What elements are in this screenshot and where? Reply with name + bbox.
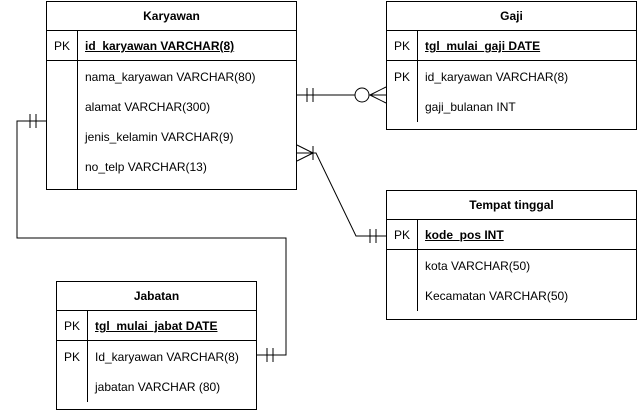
attribute-field: nama_karyawan VARCHAR(80) [85, 70, 256, 84]
pk-field: id_karyawan VARCHAR(8) [85, 39, 235, 53]
crow-foot-mark [369, 86, 387, 96]
entity-title: Jabatan [57, 282, 256, 311]
connector-line [16, 120, 287, 356]
entity-karyawan[interactable]: Karyawan PK id_karyawan VARCHAR(8) nama_… [46, 1, 297, 190]
attribute-row: gaji_bulanan INT [387, 92, 636, 122]
pk-row: PK tgl_mulai_gaji DATE [387, 31, 636, 61]
connector-line [297, 152, 386, 237]
pk-marker: PK [393, 228, 410, 242]
attribute-field: kota VARCHAR(50) [425, 259, 531, 273]
attribute-field: gaji_bulanan INT [425, 100, 516, 114]
attribute-field: jenis_kelamin VARCHAR(9) [85, 130, 234, 144]
attribute-field: Kecamatan VARCHAR(50) [425, 289, 569, 303]
pk-row: PK tgl_mulai_jabat DATE [57, 311, 256, 341]
pk-field: tgl_mulai_jabat DATE [95, 319, 218, 333]
crow-foot-mark [296, 144, 314, 154]
crow-foot-mark [369, 94, 387, 104]
attribute-row: jabatan VARCHAR (80) [57, 372, 256, 402]
attribute-row: kota VARCHAR(50) [387, 251, 636, 281]
relationship-karyawan-tempat-tinggal[interactable] [296, 144, 386, 243]
attribute-row: no_telp VARCHAR(13) [47, 152, 296, 182]
pk-section: PK tgl_mulai_jabat DATE [57, 311, 256, 341]
attribute-row: PK Id_karyawan VARCHAR(8) [57, 342, 256, 372]
attribute-row: Kecamatan VARCHAR(50) [387, 281, 636, 311]
pk-section: PK tgl_mulai_gaji DATE [387, 31, 636, 61]
pk-marker: PK [63, 319, 80, 333]
attribute-row: jenis_kelamin VARCHAR(9) [47, 122, 296, 152]
relationship-karyawan-jabatan[interactable] [16, 114, 287, 362]
relationship-karyawan-gaji[interactable] [297, 86, 387, 104]
pk-section: PK id_karyawan VARCHAR(8) [47, 31, 296, 61]
pk-marker: PK [393, 39, 410, 53]
attribute-section: nama_karyawan VARCHAR(80) alamat VARCHAR… [47, 61, 296, 189]
attribute-field: id_karyawan VARCHAR(8) [425, 70, 569, 84]
pk-row: PK kode_pos INT [387, 220, 636, 250]
crow-foot-mark [296, 152, 314, 162]
pk-marker: PK [393, 70, 410, 84]
pk-marker: PK [53, 39, 70, 53]
attribute-row: alamat VARCHAR(300) [47, 92, 296, 122]
attribute-field: jabatan VARCHAR (80) [95, 380, 221, 394]
attribute-section: PK Id_karyawan VARCHAR(8) jabatan VARCHA… [57, 341, 256, 409]
attribute-field: alamat VARCHAR(300) [85, 100, 211, 114]
attribute-section: kota VARCHAR(50) Kecamatan VARCHAR(50) [387, 250, 636, 318]
entity-title: Gaji [387, 2, 636, 31]
attribute-field: Id_karyawan VARCHAR(8) [95, 350, 239, 364]
pk-row: PK id_karyawan VARCHAR(8) [47, 31, 296, 61]
attribute-row: PK id_karyawan VARCHAR(8) [387, 62, 636, 92]
attribute-row: nama_karyawan VARCHAR(80) [47, 62, 296, 92]
pk-field: tgl_mulai_gaji DATE [425, 39, 541, 53]
attribute-field: no_telp VARCHAR(13) [85, 160, 207, 174]
pk-field: kode_pos INT [425, 228, 504, 242]
entity-gaji[interactable]: Gaji PK tgl_mulai_gaji DATE PK id_karyaw… [386, 1, 637, 130]
attribute-section: PK id_karyawan VARCHAR(8) gaji_bulanan I… [387, 61, 636, 129]
entity-title: Tempat tinggal [387, 191, 636, 220]
entity-title: Karyawan [47, 2, 296, 31]
entity-tempat-tinggal[interactable]: Tempat tinggal PK kode_pos INT kota VARC… [386, 190, 637, 320]
zero-marker [354, 87, 370, 103]
pk-marker: PK [63, 350, 80, 364]
pk-section: PK kode_pos INT [387, 220, 636, 250]
entity-jabatan[interactable]: Jabatan PK tgl_mulai_jabat DATE PK Id_ka… [56, 281, 257, 410]
